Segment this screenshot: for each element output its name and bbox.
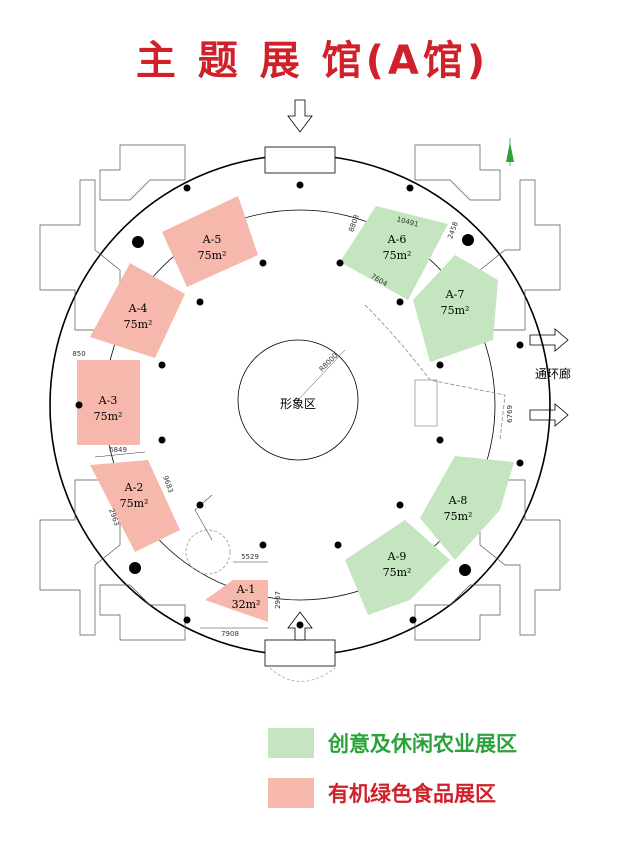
dim-850: 850 <box>72 350 85 358</box>
image-zone-label: 形象区 <box>280 397 316 411</box>
dim-9683: 9683 <box>161 475 175 494</box>
booth-A-7 <box>413 255 498 362</box>
booth-label-A-9: A-9 <box>387 550 407 563</box>
page-title: 主 题 展 馆(A馆) <box>135 38 490 84</box>
wing-bottom-left <box>39 479 186 641</box>
dim-R8000: R8000 <box>318 352 340 374</box>
legend-green: 创意及休闲农业展区 <box>268 728 517 758</box>
legend-swatch-green <box>268 728 314 758</box>
dim-6849: 6849 <box>109 446 127 454</box>
spiral-stair <box>185 529 231 575</box>
booth-area-A-6: 75m² <box>383 249 412 262</box>
dim-5529: 5529 <box>241 553 259 561</box>
booth-label-A-6: A-6 <box>387 233 407 246</box>
booth-area-A-2: 75m² <box>120 497 149 510</box>
legend-pink: 有机绿色食品展区 <box>268 778 496 808</box>
radius-line <box>297 349 346 401</box>
booth-area-A-9: 75m² <box>383 566 412 579</box>
entrance-top <box>264 99 336 174</box>
booth-label-A-3: A-3 <box>98 394 118 407</box>
entrance-bottom <box>264 611 336 682</box>
booth-area-A-3: 75m² <box>94 410 123 423</box>
booth-label-A-8: A-8 <box>448 494 468 507</box>
legend-label-pink: 有机绿色食品展区 <box>328 781 496 806</box>
booth-A-1 <box>205 580 268 622</box>
booth-A-2 <box>90 460 180 552</box>
dim-2967: 2967 <box>274 591 282 609</box>
booth-label-A-7: A-7 <box>445 288 465 301</box>
booth-A-6 <box>340 206 448 300</box>
booth-A-5 <box>162 196 258 287</box>
booth-A-3 <box>77 360 140 445</box>
booth-A-4 <box>90 263 185 358</box>
booth-area-A-1: 32m² <box>232 598 261 611</box>
booth-label-A-4: A-4 <box>128 302 148 315</box>
booth-A-9 <box>345 520 450 615</box>
booth-label-A-2: A-2 <box>124 481 144 494</box>
corridor-arrows <box>529 328 569 427</box>
legend-swatch-pink <box>268 778 314 808</box>
booth-label-A-5: A-5 <box>202 233 222 246</box>
booth-label-A-1: A-1 <box>236 583 256 596</box>
stair-block <box>414 379 438 427</box>
corridor-label: 通环廊 <box>535 366 571 381</box>
inner-curve-left <box>194 494 213 541</box>
legend-label-green: 创意及休闲农业展区 <box>328 731 517 756</box>
columns <box>75 181 524 629</box>
wing-bottom-right <box>414 479 561 641</box>
booth-area-A-4: 75m² <box>124 318 153 331</box>
compass-icon <box>506 138 514 166</box>
image-zone-circle <box>237 339 359 461</box>
dim-6769: 6769 <box>506 405 514 423</box>
wing-top-right <box>414 144 561 331</box>
dim-7908: 7908 <box>221 630 239 638</box>
booth-area-A-5: 75m² <box>198 249 227 262</box>
booth-area-A-8: 75m² <box>444 510 473 523</box>
booth-A-8 <box>420 456 514 560</box>
booth-area-A-7: 75m² <box>441 304 470 317</box>
wing-top-left <box>39 144 186 331</box>
dim-2458: 2458 <box>446 221 460 240</box>
